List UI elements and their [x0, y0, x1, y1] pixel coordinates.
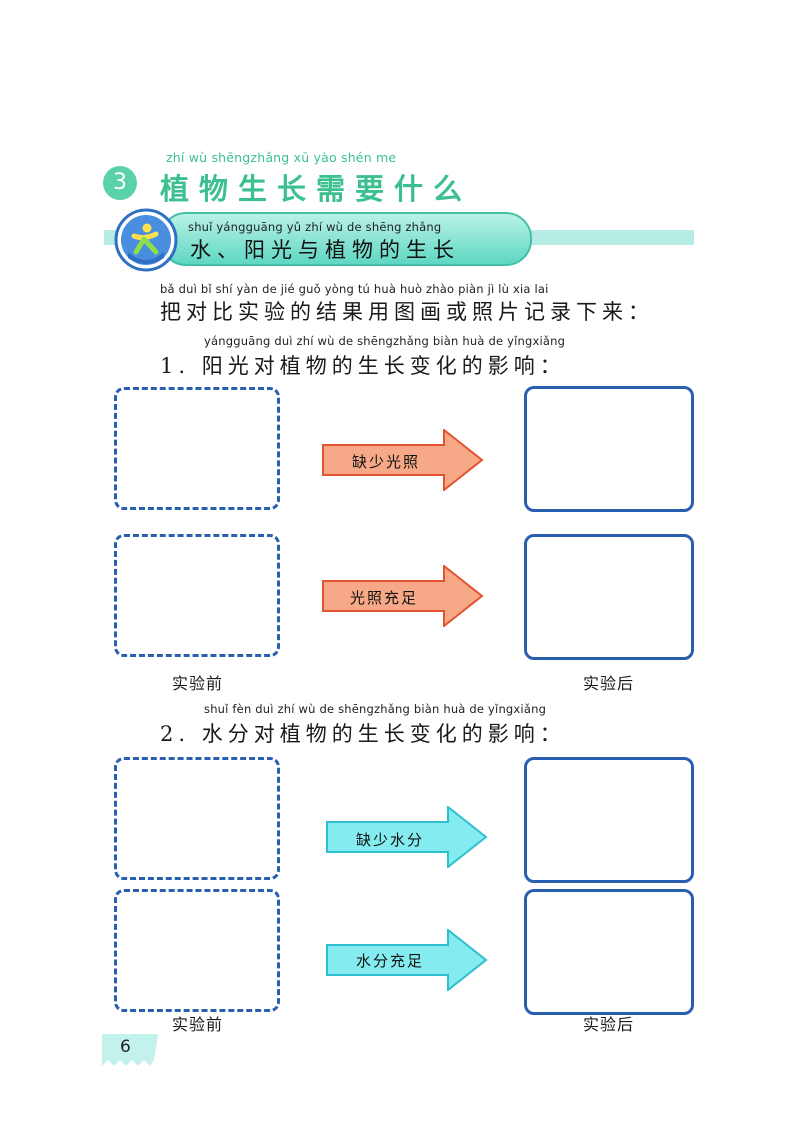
q2-arrow-1: [326, 806, 488, 868]
lesson-number-badge: 3: [103, 166, 137, 200]
q2-before-drawing-box-1[interactable]: [114, 757, 280, 880]
q2-arrow-2-label: 水分充足: [356, 952, 425, 970]
q2-title: 2. 水分对植物的生长变化的影响：: [160, 722, 566, 746]
q2-arrow-2: [326, 929, 488, 991]
q2-arrow-1-label: 缺少水分: [356, 831, 425, 849]
q2-after-drawing-box-2[interactable]: [524, 889, 694, 1015]
lesson-title-pinyin: zhí wù shēngzhǎng xū yào shén me: [166, 150, 397, 165]
q1-before-drawing-box-1[interactable]: [114, 387, 280, 510]
q1-arrow-1-label: 缺少光照: [352, 453, 421, 471]
q1-after-drawing-box-1[interactable]: [524, 386, 694, 512]
section-banner: [160, 212, 532, 266]
instruction-text: 把对比实验的结果用图画或照片记录下来：: [160, 300, 654, 324]
q1-title: 1. 阳光对植物的生长变化的影响：: [160, 354, 566, 378]
q1-arrow-1: [322, 429, 484, 491]
q2-before-drawing-box-2[interactable]: [114, 889, 280, 1012]
section-title: 水、阳光与植物的生长: [190, 238, 460, 262]
explore-logo-icon: [114, 208, 178, 272]
page-number: 6: [120, 1037, 131, 1057]
q2-after-drawing-box-1[interactable]: [524, 757, 694, 883]
q2-after-caption: 实验后: [583, 1015, 635, 1034]
q1-arrow-2: [322, 565, 484, 627]
q2-pinyin: shuǐ fèn duì zhí wù de shēngzhǎng biàn h…: [204, 702, 547, 716]
q1-pinyin: yángguāng duì zhí wù de shēngzhǎng biàn …: [204, 334, 566, 348]
section-title-pinyin: shuǐ yángguāng yǔ zhí wù de shēng zhǎng: [188, 220, 442, 234]
q2-before-caption: 实验前: [172, 1015, 224, 1034]
q1-before-drawing-box-2[interactable]: [114, 534, 280, 657]
q1-arrow-2-label: 光照充足: [350, 589, 419, 607]
page-number-tab-icon: [102, 1034, 158, 1066]
q1-before-caption: 实验前: [172, 674, 224, 693]
q1-after-caption: 实验后: [583, 674, 635, 693]
lesson-title: 植物生长需要什么: [160, 172, 473, 206]
instruction-pinyin: bǎ duì bǐ shí yàn de jié guǒ yòng tú huà…: [160, 282, 549, 296]
q1-after-drawing-box-2[interactable]: [524, 534, 694, 660]
